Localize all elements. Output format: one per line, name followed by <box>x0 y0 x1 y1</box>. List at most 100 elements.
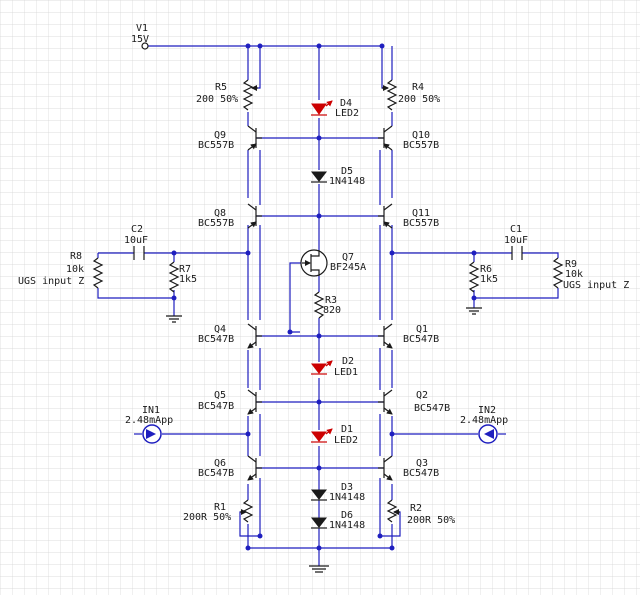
q11-ref: Q11 <box>412 208 430 219</box>
d1-led: D1 LED2 <box>310 424 358 446</box>
in2-current-source: IN2 2.48mApp <box>460 405 508 444</box>
q3-npn-transistor: Q3 BC547B <box>378 455 439 481</box>
d3-value: 1N4148 <box>329 492 365 503</box>
q3-ref: Q3 <box>416 458 428 469</box>
d6-value: 1N4148 <box>329 520 365 531</box>
r8-resistor: R8 10k UGS input Z <box>18 251 104 289</box>
q4-npn-transistor: Q4 BC547B <box>198 323 262 349</box>
r4-potentiometer: R4 200 50% <box>382 79 440 111</box>
q6-value: BC547B <box>198 468 234 479</box>
in1-value: 2.48mApp <box>125 415 173 426</box>
q10-pnp-transistor: Q10 BC557B <box>378 125 439 151</box>
r5-ref: R5 <box>215 82 227 93</box>
q4-ref: Q4 <box>214 324 226 335</box>
r5-potentiometer: R5 200 50% <box>196 79 258 111</box>
q7-ref: Q7 <box>342 252 354 263</box>
c2-ref: C2 <box>131 224 143 235</box>
d2-led: D2 LED1 <box>310 356 358 378</box>
q9-pnp-transistor: Q9 BC557B <box>198 125 262 151</box>
d6-diode: D6 1N4148 <box>310 510 365 531</box>
r1-ref: R1 <box>214 502 226 513</box>
d5-value: 1N4148 <box>329 176 365 187</box>
d4-ref: D4 <box>340 98 352 109</box>
r1-value: 200R 50% <box>183 512 231 523</box>
v1-ref: V1 <box>136 23 148 34</box>
d1-ref: D1 <box>341 424 353 435</box>
d6-ref: D6 <box>341 510 353 521</box>
q11-value: BC557B <box>403 218 439 229</box>
q7-jfet: Q7 BF245A <box>300 249 366 277</box>
r7-value: 1k5 <box>179 274 197 285</box>
r7-ref: R7 <box>179 264 191 275</box>
r8-ref: R8 <box>70 251 82 262</box>
r9-resistor: R9 10k UGS input Z <box>552 257 629 291</box>
r5-value: 200 50% <box>196 94 238 105</box>
r2-value: 200R 50% <box>407 515 455 526</box>
q5-ref: Q5 <box>214 390 226 401</box>
q7-value: BF245A <box>330 262 366 273</box>
q2-ref: Q2 <box>416 390 428 401</box>
ground-main <box>309 565 329 573</box>
q11-pnp-transistor: Q11 BC557B <box>378 203 439 229</box>
d4-value: LED2 <box>335 108 359 119</box>
r2-ref: R2 <box>410 503 422 514</box>
r6-value: 1k5 <box>480 274 498 285</box>
c1-value: 10uF <box>504 235 528 246</box>
q9-ref: Q9 <box>214 130 226 141</box>
q5-value: BC547B <box>198 401 234 412</box>
in1-ref: IN1 <box>142 405 160 416</box>
ground-left-input <box>166 315 182 323</box>
r2-potentiometer: R2 200R 50% <box>386 499 455 526</box>
r3-value: 820 <box>323 305 341 316</box>
v1-value: 15V <box>131 34 149 45</box>
q9-value: BC557B <box>198 140 234 151</box>
q8-pnp-transistor: Q8 BC557B <box>198 203 262 229</box>
q8-ref: Q8 <box>214 208 226 219</box>
q8-value: BC557B <box>198 218 234 229</box>
q6-npn-transistor: Q6 BC547B <box>198 455 262 481</box>
q2-value: BC547B <box>414 403 450 414</box>
q1-ref: Q1 <box>416 324 428 335</box>
r7-resistor: R7 1k5 <box>168 261 197 293</box>
r8-value: 10k <box>66 264 84 275</box>
c2-capacitor: C2 10uF <box>124 224 148 260</box>
q3-value: BC547B <box>403 468 439 479</box>
in1-current-source: IN1 2.48mApp <box>125 405 173 444</box>
q10-value: BC557B <box>403 140 439 151</box>
r4-ref: R4 <box>412 82 424 93</box>
r1-potentiometer: R1 200R 50% <box>183 499 254 523</box>
junction-dots <box>171 43 477 551</box>
c1-capacitor: C1 10uF <box>504 224 528 260</box>
d5-diode: D5 1N4148 <box>310 166 365 187</box>
d4-led: D4 LED2 <box>311 98 359 119</box>
q2-npn-transistor: Q2 BC547B <box>378 389 450 415</box>
q10-ref: Q10 <box>412 130 430 141</box>
ground-right-input <box>466 307 482 315</box>
r6-resistor: R6 1k5 <box>468 261 498 293</box>
d5-ref: D5 <box>341 166 353 177</box>
d2-ref: D2 <box>342 356 354 367</box>
q1-value: BC547B <box>403 334 439 345</box>
r9-ref: R9 <box>565 259 577 270</box>
r3-ref: R3 <box>325 295 337 306</box>
in2-value: 2.48mApp <box>460 415 508 426</box>
q5-npn-transistor: Q5 BC547B <box>198 389 262 415</box>
v1-supply-terminal: V1 15V <box>131 23 149 50</box>
q4-value: BC547B <box>198 334 234 345</box>
r9-note: UGS input Z <box>563 280 629 291</box>
r4-value: 200 50% <box>398 94 440 105</box>
r6-ref: R6 <box>480 264 492 275</box>
d2-value: LED1 <box>334 367 358 378</box>
d3-ref: D3 <box>341 482 353 493</box>
in2-ref: IN2 <box>478 405 496 416</box>
c2-value: 10uF <box>124 235 148 246</box>
c1-ref: C1 <box>510 224 522 235</box>
q1-npn-transistor: Q1 BC547B <box>378 323 439 349</box>
r8-note: UGS input Z <box>18 276 84 287</box>
q6-ref: Q6 <box>214 458 226 469</box>
d3-diode: D3 1N4148 <box>310 482 365 503</box>
r3-resistor: R3 820 <box>313 291 341 319</box>
r9-value: 10k <box>565 269 583 280</box>
